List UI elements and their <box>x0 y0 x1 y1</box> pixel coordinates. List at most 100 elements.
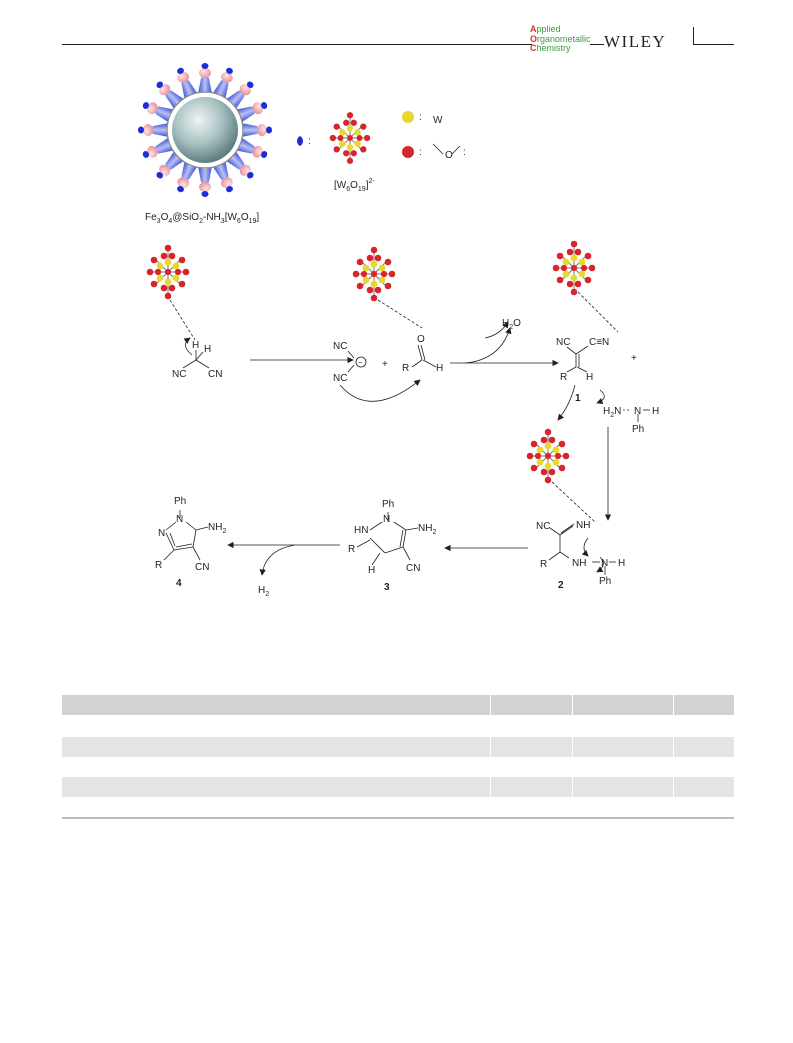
header-rule <box>62 44 532 45</box>
ligand-petal <box>235 102 268 123</box>
compound-2 <box>548 523 616 575</box>
ligand-petal <box>156 81 185 110</box>
ligand-drop-icon <box>297 136 303 146</box>
table-row <box>62 757 734 777</box>
compound-1 <box>566 345 589 373</box>
atom-h-3: H <box>436 363 443 374</box>
phenylhydrazine <box>623 409 650 422</box>
atom-nc-2: NC <box>333 341 347 352</box>
ligand-petal <box>225 150 254 179</box>
table-row <box>62 737 734 757</box>
legend-colon-o: : <box>419 147 422 158</box>
compound-4 <box>163 510 209 561</box>
ligand-petal <box>198 166 212 197</box>
legend-tungsten: W <box>433 115 443 126</box>
ligand-petal <box>142 102 175 123</box>
ligand-petal <box>156 150 185 179</box>
atom-ph-1: Ph <box>632 424 644 435</box>
legend-colon-w: : <box>419 112 422 123</box>
polyoxometalate-4 <box>526 428 570 484</box>
ligand-petal <box>235 137 268 158</box>
atom-r-4: R <box>348 544 355 555</box>
atom-n-4: N <box>176 514 183 525</box>
ligand-petal <box>138 123 169 137</box>
polyoxometalate-2 <box>352 246 396 302</box>
catalyst-nanoparticle <box>138 63 272 197</box>
compound-3 <box>356 512 419 566</box>
journal-word-1: pplied <box>536 24 561 34</box>
polyoxometalate-3 <box>552 240 596 296</box>
atom-hn-1: HN <box>354 525 368 536</box>
atom-cn-1: CN <box>208 369 222 380</box>
atom-n-1: N <box>634 406 641 417</box>
header-tick <box>693 27 694 44</box>
atom-n-3: N <box>383 514 390 525</box>
atom-ph-2: Ph <box>599 576 611 587</box>
atom-nh-2: NH <box>572 558 586 569</box>
ligand-petal <box>212 67 233 100</box>
water-label: H2O <box>502 318 521 331</box>
compound-label-2: 2 <box>558 580 564 591</box>
atom-o-1: O <box>417 334 425 345</box>
atom-h-1: H <box>192 340 199 351</box>
table-row <box>62 777 734 797</box>
hydrogen-label: H2 <box>258 585 269 598</box>
legend-colon-1: : <box>308 136 311 147</box>
atom-h-6: H <box>618 558 625 569</box>
polyoxometalate-1 <box>146 244 190 300</box>
publisher-logo: WILEY <box>604 32 667 51</box>
atom-h2n: H2N <box>603 406 621 419</box>
header-rule-right <box>693 44 734 45</box>
journal-word-2: rganometallic <box>537 33 591 44</box>
malononitrile <box>182 350 210 369</box>
atom-cn-2: CN <box>406 563 420 574</box>
ligand-petal <box>177 160 198 193</box>
plus-1: + <box>382 359 388 370</box>
tungsten-atom-icon <box>402 111 414 123</box>
ligand-petal <box>198 63 212 94</box>
atom-ph-4: Ph <box>174 496 186 507</box>
atom-n-2: N <box>601 558 608 569</box>
legend-colon-o2: : <box>463 147 466 158</box>
journal-cap-a: A <box>530 24 537 34</box>
header-rule-mid <box>590 44 604 45</box>
table-header-row <box>62 695 734 715</box>
atom-h-7: H <box>368 565 375 576</box>
anion-charge: − <box>358 358 363 367</box>
atom-cn-triple: C≡N <box>589 337 609 348</box>
atom-h-2: H <box>204 344 211 355</box>
atom-nh2-1: NH2 <box>418 523 436 536</box>
atom-h-5: H <box>652 406 659 417</box>
atom-r-1: R <box>402 363 409 374</box>
atom-ph-3: Ph <box>382 499 394 510</box>
ligand-petal <box>225 81 254 110</box>
atom-nc-5: NC <box>536 521 550 532</box>
ligand-petal <box>142 137 175 158</box>
journal-cap-c: C <box>530 43 537 53</box>
atom-cn-3: CN <box>195 562 209 573</box>
atom-h-4: H <box>586 372 593 383</box>
atom-nc-3: NC <box>333 373 347 384</box>
ligand-petal <box>177 67 198 100</box>
atom-r-3: R <box>540 559 547 570</box>
ligand-petal <box>241 123 272 137</box>
reaction-scheme: Fe3O4@SiO2-NH3[W6O19] : [W6O19]2- : W : … <box>138 63 659 598</box>
atom-r-2: R <box>560 372 567 383</box>
atom-nc-1: NC <box>172 369 186 380</box>
aldehyde <box>411 344 437 368</box>
journal-name: Applied Organometallic Chemistry <box>530 24 591 54</box>
table-bottom-rule <box>62 817 734 819</box>
compound-label-1: 1 <box>575 393 581 404</box>
journal-word-3: hemistry <box>536 43 571 53</box>
compound-label-4: 4 <box>176 578 182 589</box>
legend-atoms: : W : O : <box>402 111 466 161</box>
table-row <box>62 797 734 817</box>
ligand-petal <box>212 160 233 193</box>
plus-2: + <box>631 353 637 364</box>
catalyst-label: Fe3O4@SiO2-NH3[W6O19] <box>145 212 259 225</box>
anion-label: [W6O19]2- <box>334 178 375 193</box>
legend-oxygen: O <box>445 150 453 161</box>
atom-r-5: R <box>155 560 162 571</box>
oxygen-atom-icon <box>402 146 414 158</box>
journal-cap-o: O <box>530 33 538 44</box>
